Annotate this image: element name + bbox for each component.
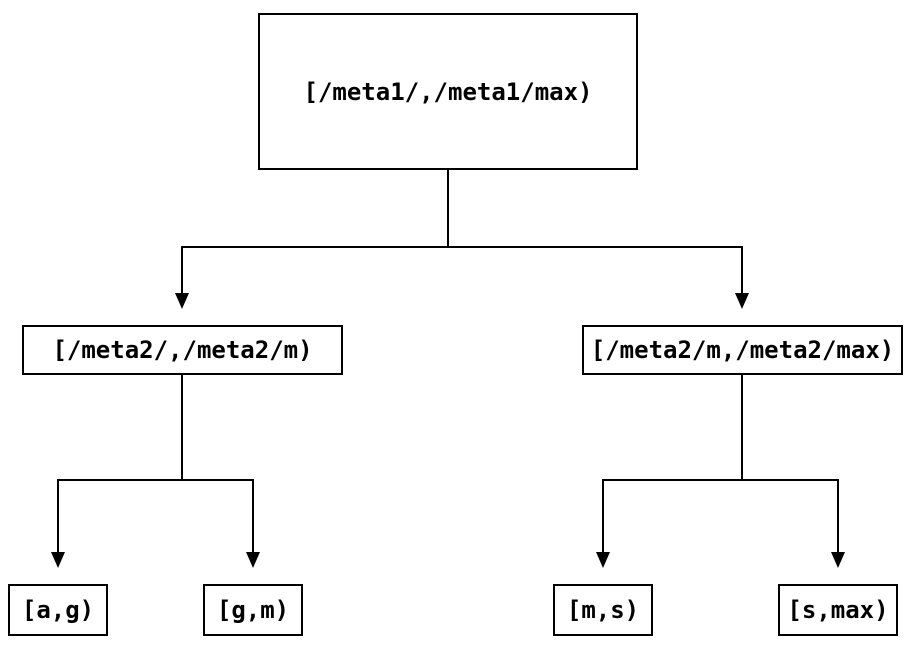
- arrow-down-icon: [831, 552, 845, 568]
- node-leaf-ag-label: [a,g): [21, 596, 95, 624]
- edge-right-stem: [741, 375, 743, 481]
- node-leaf-smax-label: [s,max): [787, 596, 889, 624]
- edge-root-right-drop: [741, 246, 743, 293]
- arrow-down-icon: [246, 552, 260, 568]
- node-meta2-left: [/meta2/,/meta2/m): [22, 325, 343, 375]
- node-leaf-gm-label: [g,m): [216, 596, 290, 624]
- node-leaf-ms-label: [m,s): [566, 596, 640, 624]
- edge-right-drop-smax: [837, 479, 839, 552]
- arrow-down-icon: [596, 552, 610, 568]
- node-leaf-ms: [m,s): [553, 584, 653, 636]
- edge-right-bar: [602, 479, 839, 481]
- node-meta2-right: [/meta2/m,/meta2/max): [582, 325, 903, 375]
- node-leaf-ag: [a,g): [8, 584, 108, 636]
- arrow-down-icon: [735, 293, 749, 309]
- edge-root-bar: [181, 246, 743, 248]
- arrow-down-icon: [51, 552, 65, 568]
- edge-left-drop-gm: [252, 479, 254, 552]
- node-meta2-left-label: [/meta2/,/meta2/m): [52, 336, 313, 364]
- node-leaf-gm: [g,m): [203, 584, 303, 636]
- edge-root-left-drop: [181, 246, 183, 293]
- edge-root-stem: [447, 170, 449, 247]
- node-root: [/meta1/,/meta1/max): [258, 13, 638, 170]
- edge-left-stem: [181, 375, 183, 481]
- arrow-down-icon: [175, 293, 189, 309]
- node-meta2-right-label: [/meta2/m,/meta2/max): [590, 336, 895, 364]
- node-root-label: [/meta1/,/meta1/max): [303, 77, 593, 106]
- edge-left-bar: [57, 479, 254, 481]
- edge-left-drop-ag: [57, 479, 59, 552]
- edge-right-drop-ms: [602, 479, 604, 552]
- node-leaf-smax: [s,max): [778, 584, 898, 636]
